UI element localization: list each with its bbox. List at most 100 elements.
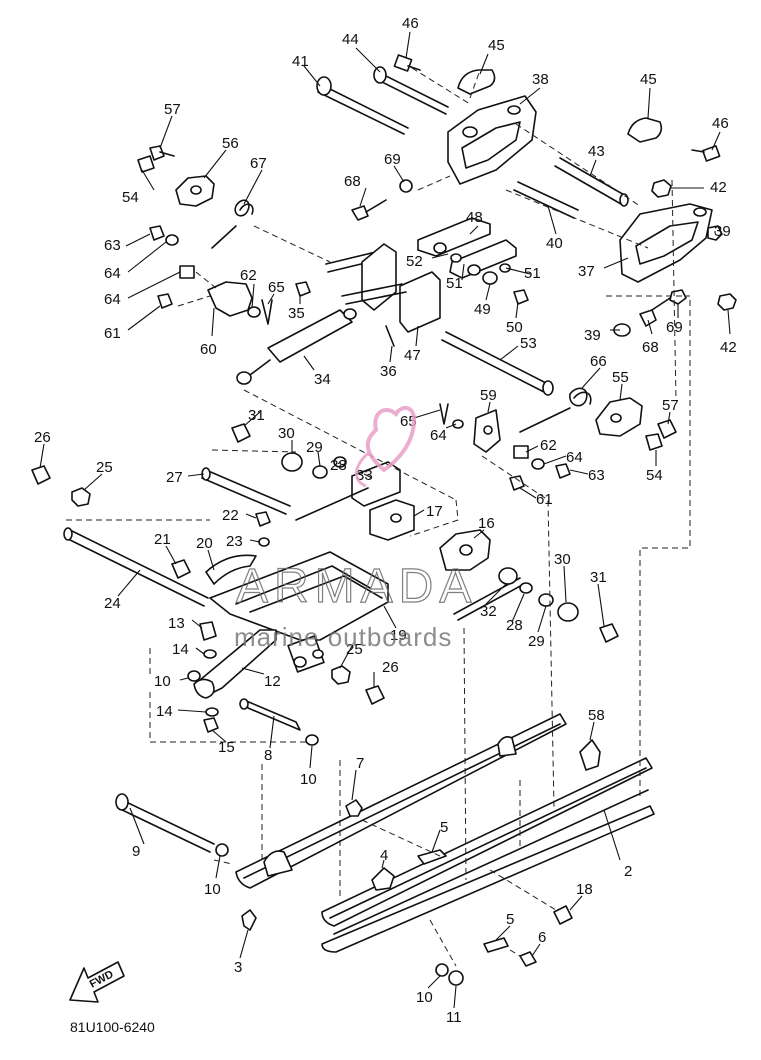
bolt-22 xyxy=(255,511,271,527)
part-number-label: 22 xyxy=(222,507,239,524)
part-number-label: 39 xyxy=(584,327,601,344)
part-number-label: 68 xyxy=(642,339,659,356)
part-number-label: 25 xyxy=(96,459,113,476)
bolt-46 xyxy=(393,54,413,72)
cap-45-right xyxy=(627,117,663,143)
washer-10-mid xyxy=(305,734,319,746)
collar-11 xyxy=(448,970,464,986)
part-number-label: 50 xyxy=(506,319,523,336)
part-number-label: 33 xyxy=(356,467,373,484)
watermark: ARMADA marine outboards xyxy=(234,406,472,652)
nut-15 xyxy=(203,717,219,733)
part-number-label: 39 xyxy=(714,223,731,240)
nut-25-lower xyxy=(331,665,351,685)
bolt-46-right xyxy=(701,145,721,162)
bolt-61 xyxy=(157,293,173,309)
part-number-label: 16 xyxy=(478,515,495,532)
spring-67 xyxy=(234,199,250,217)
bolt-68-left xyxy=(351,205,369,221)
nut-42-lower xyxy=(717,293,737,311)
bolt-21 xyxy=(171,559,191,579)
bolt-57 xyxy=(149,145,165,161)
frame-19 xyxy=(209,551,389,641)
part-number-label: 29 xyxy=(306,439,323,456)
part-number-label: 64 xyxy=(430,427,447,444)
wear-strip-2 xyxy=(321,805,655,953)
part-number-label: 61 xyxy=(536,491,553,508)
bolt-9 xyxy=(121,799,215,845)
part-number-label: 46 xyxy=(712,115,729,132)
part-number-label: 63 xyxy=(104,237,121,254)
part-number-label: 57 xyxy=(164,101,181,118)
reference-lines xyxy=(66,67,691,967)
part-number-label: 38 xyxy=(532,71,549,88)
part-number-label: 19 xyxy=(390,627,407,644)
bushing-29-right xyxy=(538,593,554,607)
part-number-label: 13 xyxy=(168,615,185,632)
bracket-38 xyxy=(447,95,537,185)
fwd-arrow: FWD xyxy=(69,961,125,1003)
block-58 xyxy=(579,739,601,771)
damper-34 xyxy=(267,309,353,363)
part-number-label: 5 xyxy=(440,819,448,836)
bolt-35 xyxy=(295,281,311,297)
part-number-label: 61 xyxy=(104,325,121,342)
bolt-31 xyxy=(231,423,251,443)
part-number-label: 54 xyxy=(646,467,663,484)
part-number-label: 58 xyxy=(588,707,605,724)
collar-52 xyxy=(450,253,462,263)
cap-45 xyxy=(457,69,496,95)
part-number-label: 25 xyxy=(346,641,363,658)
part-number-label: 20 xyxy=(196,535,213,552)
part-number-label: 62 xyxy=(540,437,557,454)
shaft-27 xyxy=(205,469,291,507)
part-number-label: 63 xyxy=(588,467,605,484)
bushing-30-right xyxy=(557,602,579,622)
part-number-label: 23 xyxy=(226,533,243,550)
part-number-label: 44 xyxy=(342,31,359,48)
bolt-44 xyxy=(377,71,449,108)
part-number-label: 14 xyxy=(172,641,189,658)
part-number-label: 7 xyxy=(356,755,364,772)
washer-10-bottom xyxy=(215,843,229,857)
part-number-label: 17 xyxy=(426,503,443,520)
bolt-31-right xyxy=(599,623,619,643)
nut-69 xyxy=(669,289,687,305)
shaft-43 xyxy=(559,157,627,197)
part-number-label: 55 xyxy=(612,369,629,386)
part-number-label: 6 xyxy=(538,929,546,946)
part-number-label: 28 xyxy=(506,617,523,634)
part-number-label: 26 xyxy=(34,429,51,446)
pin-65 xyxy=(261,299,273,325)
washer-10 xyxy=(187,670,201,682)
nut-25 xyxy=(71,487,91,507)
part-number-label: 66 xyxy=(590,353,607,370)
part-number-label: 59 xyxy=(480,387,497,404)
bolt-54-mid xyxy=(645,433,663,451)
part-number-label: 10 xyxy=(416,989,433,1006)
arm-33 xyxy=(351,461,401,507)
part-number-label: 31 xyxy=(590,569,607,586)
bolt-68 xyxy=(639,309,657,327)
part-number-label: 37 xyxy=(578,263,595,280)
part-number-label: 35 xyxy=(288,305,305,322)
part-number-label: 24 xyxy=(104,595,121,612)
bolt-61-mid xyxy=(509,475,525,491)
part-number-label: 12 xyxy=(264,673,281,690)
part-number-label: 42 xyxy=(720,339,737,356)
top-assembly xyxy=(137,54,737,396)
part-number-label: 10 xyxy=(300,771,317,788)
middle-assembly xyxy=(31,387,677,771)
part-number-label: 26 xyxy=(382,659,399,676)
bolt-54 xyxy=(137,155,155,173)
nut-69-left xyxy=(399,179,413,193)
part-number-label: 54 xyxy=(122,189,139,206)
part-number-label: 45 xyxy=(640,71,657,88)
washer-28-right xyxy=(519,582,533,594)
part-number-label: 30 xyxy=(278,425,295,442)
bracket-60 xyxy=(207,281,253,317)
leader-lines xyxy=(39,31,731,1009)
screw-3 xyxy=(241,909,257,931)
part-number-label: 65 xyxy=(268,279,285,296)
